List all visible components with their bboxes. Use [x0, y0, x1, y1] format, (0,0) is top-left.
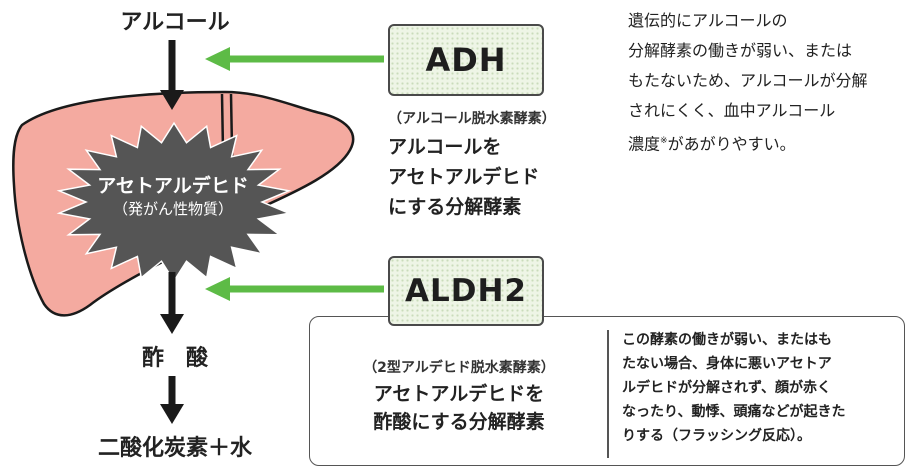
aldh2-full-name: （2型アルデヒド脱水素酵素） — [363, 360, 555, 376]
adh-description-line: もたないため、アルコールが分解 — [628, 71, 868, 90]
final-product-label: 二酸化炭素＋水 — [97, 436, 252, 461]
panel-divider — [607, 330, 609, 458]
acetaldehyde-label: アセトアルデヒド （発がん性物質） — [58, 174, 288, 220]
adh-description-text: 濃度 — [628, 134, 661, 154]
green-arrow — [205, 47, 384, 71]
adh-description-line: 遺伝的にアルコールの — [628, 11, 788, 30]
aldh2-role-line: 酢酸にする分解酵素 — [373, 411, 545, 433]
adh-description-line: されにくく、血中アルコール — [628, 101, 836, 120]
adh-role-line: にする分解酵素 — [388, 196, 522, 218]
flow-arrow — [160, 376, 184, 424]
adh-role-line: アルコールを — [388, 136, 502, 158]
adh-description-tail: があがりやすい。 — [667, 134, 796, 154]
adh-description: 遺伝的にアルコールの 分解酵素の働きが弱い、または もたないため、アルコールが分… — [628, 6, 908, 159]
footnote-mark: ※ — [660, 136, 668, 146]
adh-description-line: 分解酵素の働きが弱い、または — [628, 41, 853, 60]
aldh2-description-line: りする（フラッシング反応）。 — [622, 428, 811, 444]
green-arrow — [205, 277, 384, 301]
aldh2-description-line: この酵素の働きが弱い、またはも — [622, 332, 832, 348]
adh-abbr: ADH — [425, 41, 507, 79]
aldh2-description: この酵素の働きが弱い、またはも たない場合、身体に悪いアセトア ルデヒドが分解さ… — [622, 328, 902, 448]
alcohol-label: アルコール — [120, 10, 230, 35]
adh-role-line: アセトアルデヒド — [388, 166, 540, 188]
adh-box: ADH — [388, 24, 544, 96]
aldh2-box: ALDH2 — [388, 256, 544, 326]
aldh2-abbr: ALDH2 — [405, 273, 527, 309]
aldh2-description-line: なったり、動悸、頭痛などが起きた — [622, 404, 846, 420]
acetaldehyde-name: アセトアルデヒド — [97, 175, 249, 197]
acetaldehyde-note: （発がん性物質） — [112, 200, 233, 218]
aldh2-role-line: アセトアルデヒドを — [373, 383, 545, 405]
adh-role: アルコールを アセトアルデヒド にする分解酵素 — [388, 132, 598, 222]
flow-arrow — [160, 272, 184, 334]
aldh2-description-line: たない場合、身体に悪いアセトア — [622, 356, 832, 372]
aldh2-role: アセトアルデヒドを 酢酸にする分解酵素 — [316, 380, 602, 436]
adh-full-name: （アルコール脱水素酵素） — [388, 111, 556, 127]
adh-description-line-last: 濃度※があがりやすい。 — [628, 126, 908, 159]
flow-arrow — [160, 40, 184, 110]
aldh2-description-line: ルデヒドが分解されず、顔が赤く — [622, 380, 832, 396]
acetic-acid-label: 酢 酸 — [141, 346, 208, 371]
